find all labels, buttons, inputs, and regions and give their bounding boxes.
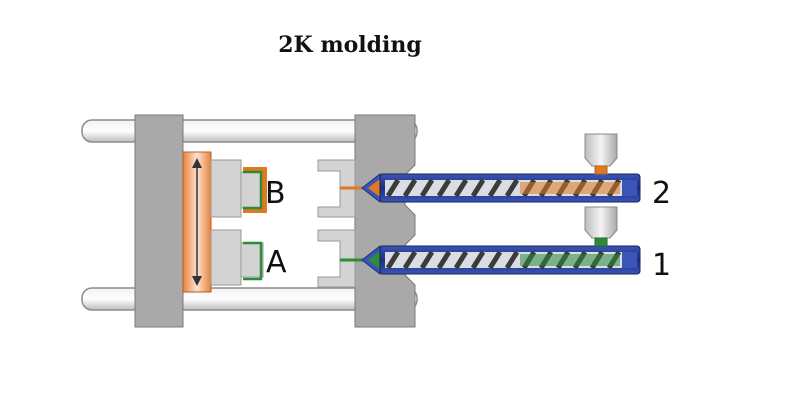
part-a [243,241,263,281]
rotation-arrow-icon [192,158,202,286]
hopper-top [584,133,618,175]
moving-platen [134,114,184,328]
unit-label-1: 1 [652,248,672,283]
cavity-mold-bottom [317,229,356,288]
fixed-platen [354,114,416,328]
material-b-pellets [520,182,620,194]
diagram-title: 2K molding [278,32,422,58]
injection-unit-2 [361,133,641,204]
hopper-bottom [584,206,618,247]
material-a-pellets [520,254,620,266]
injection-unit-1 [361,206,641,276]
cavity-label-b: B [265,176,286,211]
cavity-mold-top [317,159,356,218]
core-mold-bottom [210,229,264,286]
unit-label-2: 2 [652,176,672,211]
cavity-label-a: A [266,245,287,280]
part-b [243,167,267,213]
core-mold-top [210,159,264,218]
